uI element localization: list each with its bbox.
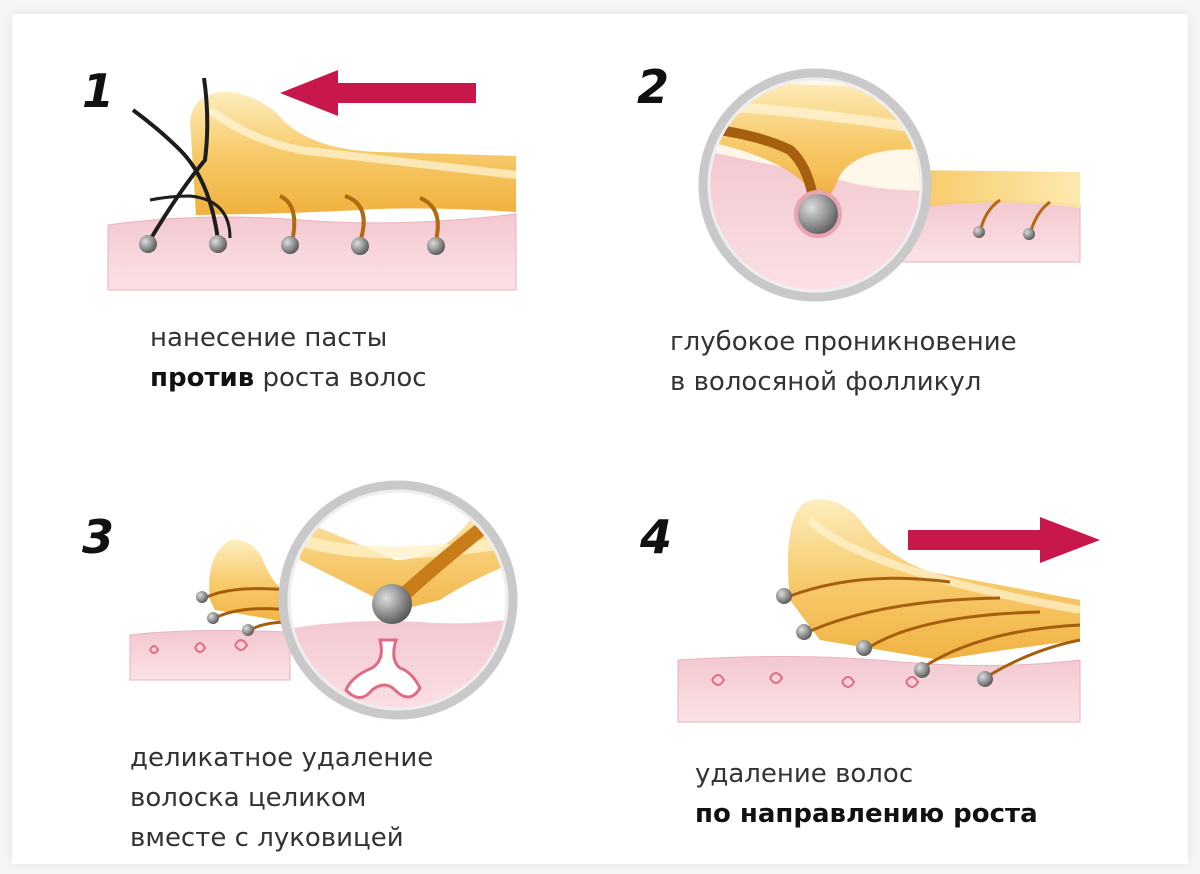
step1-caption-rest: роста волос (254, 363, 426, 393)
step2-illustration (700, 70, 1080, 300)
step2-caption-line2: в волосяной фолликул (670, 362, 1017, 402)
step2-caption-line1: глубокое проникновение (670, 322, 1017, 362)
step4-caption-bold: по направлению роста (695, 794, 1038, 834)
step4-number: 4 (640, 514, 672, 560)
step1-caption-line2: против роста волос (150, 358, 427, 398)
step4-arrow-right (908, 517, 1100, 563)
step1-caption-line1: нанесение пасты (150, 318, 427, 358)
step3-skin (130, 631, 290, 680)
step4-caption-line1: удаление волос (695, 754, 1038, 794)
step3-number: 3 (82, 514, 114, 560)
step1-arrow-left (280, 70, 476, 116)
step3-illustration (130, 480, 520, 720)
step4-skin (678, 656, 1080, 722)
step4-caption: удаление волос по направлению роста (695, 754, 1038, 834)
step2-caption: глубокое проникновение в волосяной фолли… (670, 322, 1017, 402)
step2-follicle-root (796, 192, 840, 236)
step1-caption-bold: против (150, 363, 254, 393)
step3-caption-line2: волоска целиком (130, 778, 433, 818)
step1-number: 1 (82, 68, 114, 114)
step4-illustration (678, 499, 1100, 722)
step3-bulb (372, 584, 412, 624)
step3-caption-line3: вместе с луковицей (130, 818, 433, 858)
step1-skin (108, 214, 516, 290)
step1-caption: нанесение пасты против роста волос (150, 318, 427, 398)
step1-illustration (108, 70, 516, 290)
step3-caption-line1: деликатное удаление (130, 738, 433, 778)
step3-caption: деликатное удаление волоска целиком вмес… (130, 738, 433, 858)
step2-number: 2 (637, 64, 669, 110)
